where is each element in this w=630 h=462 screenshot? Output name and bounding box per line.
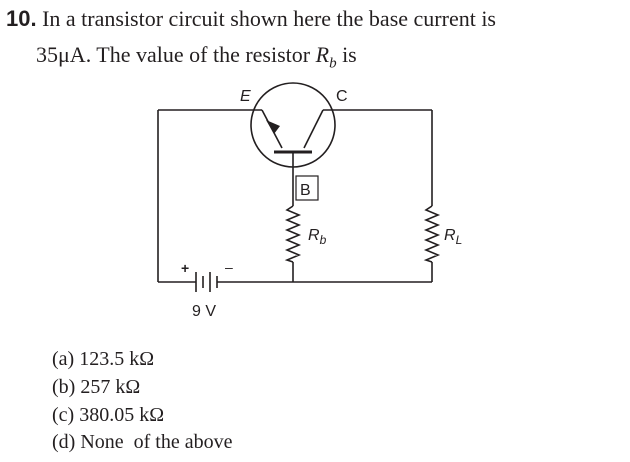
question-text-1: In a transistor circuit shown here the b… [42, 6, 496, 31]
battery-plus-label: + [181, 260, 189, 276]
battery-minus-label: – [225, 259, 233, 275]
option-d: (d) None of the above [52, 431, 233, 453]
rb-label: Rb [308, 227, 327, 247]
question-line-2: 35μA. The value of the resistor Rb is [36, 42, 357, 76]
base-label: B [300, 182, 311, 199]
question-number: 10. [6, 6, 37, 31]
rb-symbol: R [308, 227, 320, 244]
rl-resistor [423, 205, 441, 263]
rb-subscript: b [320, 233, 327, 247]
option-c: (c) 380.05 kΩ [52, 404, 165, 426]
base-current-value: 35μA [36, 42, 86, 67]
rl-symbol: R [444, 227, 456, 244]
base-label-box [295, 175, 319, 201]
resistor-subscript: b [329, 55, 337, 72]
question-line-1: 10. In a transistor circuit shown here t… [6, 6, 496, 32]
collector-lead [303, 109, 324, 149]
rl-label: RL [444, 227, 462, 247]
rb-resistor [284, 205, 302, 263]
option-a: (a) 123.5 kΩ [52, 348, 155, 370]
collector-label: C [336, 88, 348, 105]
rl-subscript: L [456, 233, 463, 247]
battery-voltage-label: 9 V [192, 303, 216, 320]
emitter-arrow-icon [266, 120, 280, 134]
question-text-2: . The value of the resistor [85, 42, 311, 67]
option-b: (b) 257 kΩ [52, 376, 141, 398]
resistor-symbol: R [315, 42, 330, 67]
emitter-label: E [240, 88, 251, 105]
question-text-end: is [342, 42, 357, 67]
